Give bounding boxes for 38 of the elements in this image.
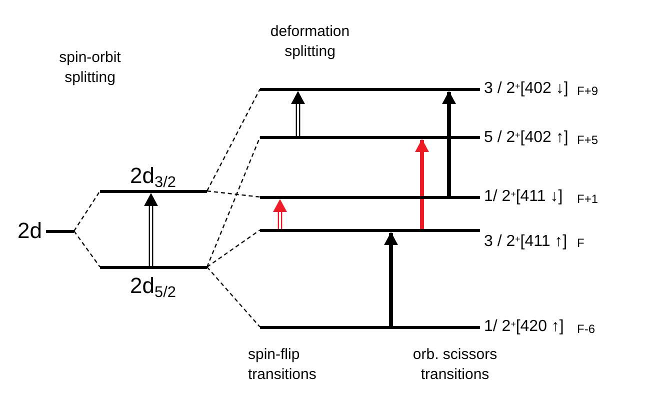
annotation-text: spin-flip transitions — [248, 345, 318, 385]
dashed-connector — [206, 266, 260, 328]
level-label: 2d — [16, 220, 42, 242]
energy-level-line — [260, 229, 480, 232]
energy-label: F-6 — [577, 323, 596, 335]
dashed-connector — [74, 190, 100, 232]
hollow-transition-arrow — [273, 199, 287, 231]
dashed-connector — [206, 230, 260, 268]
level-label: 3 / 2$^{+}$[411 ↑] — [484, 234, 568, 250]
annotation-text: deformation splitting — [269, 22, 351, 62]
level-label: 2d$_{5/2}$ — [129, 275, 177, 297]
energy-label: F+9 — [577, 85, 600, 97]
energy-level-line — [260, 136, 480, 138]
energy-level-line — [100, 266, 207, 268]
hollow-transition-arrow — [291, 91, 305, 138]
energy-level-line — [46, 230, 74, 232]
energy-level-line — [260, 326, 480, 328]
level-label: 1/ 2$^{+}$[420 ↑] — [484, 319, 565, 335]
transition-arrow — [442, 91, 456, 197]
annotation-text: spin-orbit splitting — [58, 48, 122, 88]
energy-label: F+1 — [577, 193, 600, 205]
energy-level-line — [100, 190, 207, 192]
dashed-connector — [206, 88, 261, 192]
level-label: 3 / 2$^{+}$[402 ↓] — [484, 81, 570, 97]
transition-arrow — [384, 232, 398, 327]
level-label: 5 / 2$^{+}$[402 ↑] — [484, 130, 570, 146]
dashed-connector — [74, 230, 100, 268]
dashed-connector — [206, 190, 260, 198]
annotation-text: orb. scissors transitions — [412, 345, 498, 385]
energy-level-line — [260, 88, 480, 90]
level-label: 2d$_{3/2}$ — [129, 165, 177, 187]
level-label: 1/ 2$^{+}$[411 ↓] — [484, 189, 564, 205]
energy-label: F — [577, 237, 586, 249]
transition-arrow — [415, 139, 429, 230]
hollow-transition-arrow — [144, 193, 158, 268]
energy-label: F+5 — [577, 134, 600, 146]
energy-level-line — [260, 196, 480, 198]
dashed-connector — [206, 136, 261, 268]
